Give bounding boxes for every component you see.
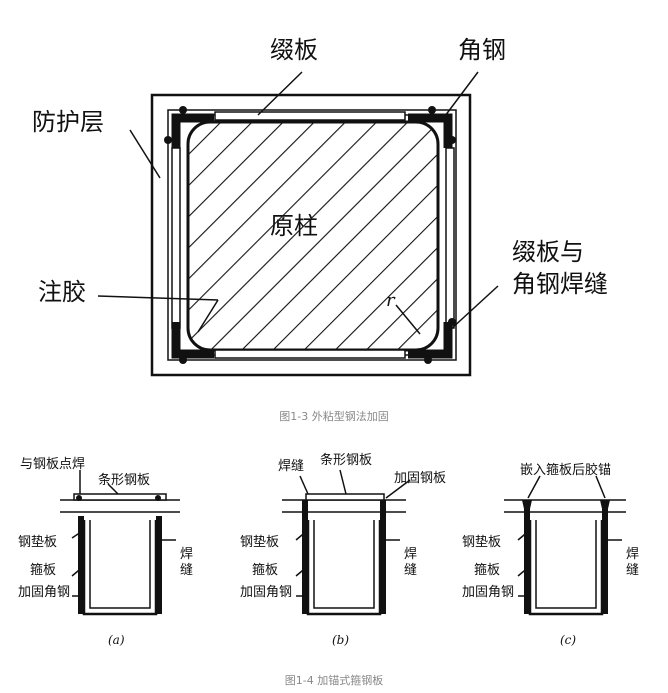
leader-cover xyxy=(129,129,161,179)
label-weld-line2: 角钢焊缝 xyxy=(512,270,608,298)
caption-fig13: 图1-3 外粘型钢法加固 xyxy=(279,409,388,423)
label-b-sub: (b) xyxy=(332,633,349,647)
label-c-angle: 加固角钢 xyxy=(462,585,514,600)
label-batten-plate: 缀板 xyxy=(270,36,318,64)
label-c-hoop: 箍板 xyxy=(474,562,500,578)
label-a-angle: 加固角钢 xyxy=(18,585,70,600)
weld-dot xyxy=(428,106,436,114)
label-b-pad: 钢垫板 xyxy=(240,534,279,550)
label-b-weld1: 焊 xyxy=(404,546,417,562)
label-a-sub: (a) xyxy=(108,633,125,647)
angle-steel-bottom-right xyxy=(408,322,453,359)
leader-plate xyxy=(257,71,303,116)
top-strip-plate xyxy=(214,111,406,121)
angle-steel-top-left xyxy=(171,113,214,148)
spot-weld xyxy=(76,495,82,501)
label-c-pad: 钢垫板 xyxy=(462,534,501,550)
weld-dot xyxy=(164,136,172,144)
angle-steel-bottom-left xyxy=(171,322,214,359)
protective-layer-outline xyxy=(150,93,472,377)
angle-left xyxy=(78,516,84,614)
label-c-sub: (c) xyxy=(560,633,576,647)
label-c-weld2: 缝 xyxy=(626,563,639,578)
label-c-weld1: 焊 xyxy=(626,546,639,562)
leader-glue-2 xyxy=(197,299,219,333)
weld-dot xyxy=(448,136,456,144)
fig14a-diagram: 与钢板点焊 条形钢板 钢垫板 箍板 加固角钢 焊 缝 (a) xyxy=(18,456,193,647)
weld-dot xyxy=(179,356,187,364)
label-a-spot-weld: 与钢板点焊 xyxy=(20,456,85,472)
label-b-angle: 加固角钢 xyxy=(240,585,292,600)
label-a-hoop: 箍板 xyxy=(30,562,56,578)
fig14c-diagram: 嵌入箍板后胶锚 钢垫板 箍板 加固角钢 焊 缝 (c) xyxy=(462,462,639,647)
weld-dot xyxy=(448,318,456,326)
fig13-diagram: 缀板 角钢 防护层 原柱 注胶 缀板与 角钢焊缝 r xyxy=(32,36,608,377)
leader-radius xyxy=(395,304,421,335)
bottom-strip-plate xyxy=(214,349,406,359)
label-a-pad: 钢垫板 xyxy=(18,534,57,550)
label-b-strip-plate: 条形钢板 xyxy=(320,452,372,468)
label-glue: 注胶 xyxy=(38,278,86,306)
batten-plate-frame xyxy=(167,109,457,361)
label-radius: r xyxy=(386,290,396,311)
label-original-column: 原柱 xyxy=(270,212,318,240)
angle-right xyxy=(156,516,162,614)
strip-plate xyxy=(73,493,167,501)
weld-dot xyxy=(424,356,432,364)
label-protective-layer: 防护层 xyxy=(32,108,104,136)
label-angle-steel: 角钢 xyxy=(458,36,506,64)
hoop-plate xyxy=(82,520,158,616)
label-c-anchor: 嵌入箍板后胶锚 xyxy=(520,462,611,478)
label-b-weld2: 缝 xyxy=(404,563,417,578)
spot-weld xyxy=(155,495,161,501)
label-weld-line1: 缀板与 xyxy=(512,238,584,266)
label-b-weld: 焊缝 xyxy=(278,458,304,474)
label-b-reinforce-plate: 加固钢板 xyxy=(394,471,446,486)
label-a-weld1: 焊 xyxy=(180,546,193,562)
left-strip-plate xyxy=(171,147,181,329)
weld-dot xyxy=(179,106,187,114)
leader-angle xyxy=(441,71,479,121)
angle-steel-top-right xyxy=(408,113,453,148)
leader-glue xyxy=(97,295,219,301)
hoop-plate-inner xyxy=(89,520,151,609)
leader-weld xyxy=(449,285,499,331)
fig14b-diagram: 焊缝 条形钢板 加固钢板 钢垫板 箍板 加固角钢 焊 缝 (b) xyxy=(240,452,446,647)
label-b-hoop: 箍板 xyxy=(252,562,278,578)
caption-fig14: 图1-4 加锚式箍钢板 xyxy=(285,673,383,687)
label-a-strip-plate: 条形钢板 xyxy=(98,472,150,488)
label-a-weld2: 缝 xyxy=(180,563,193,578)
right-strip-plate xyxy=(445,147,455,329)
